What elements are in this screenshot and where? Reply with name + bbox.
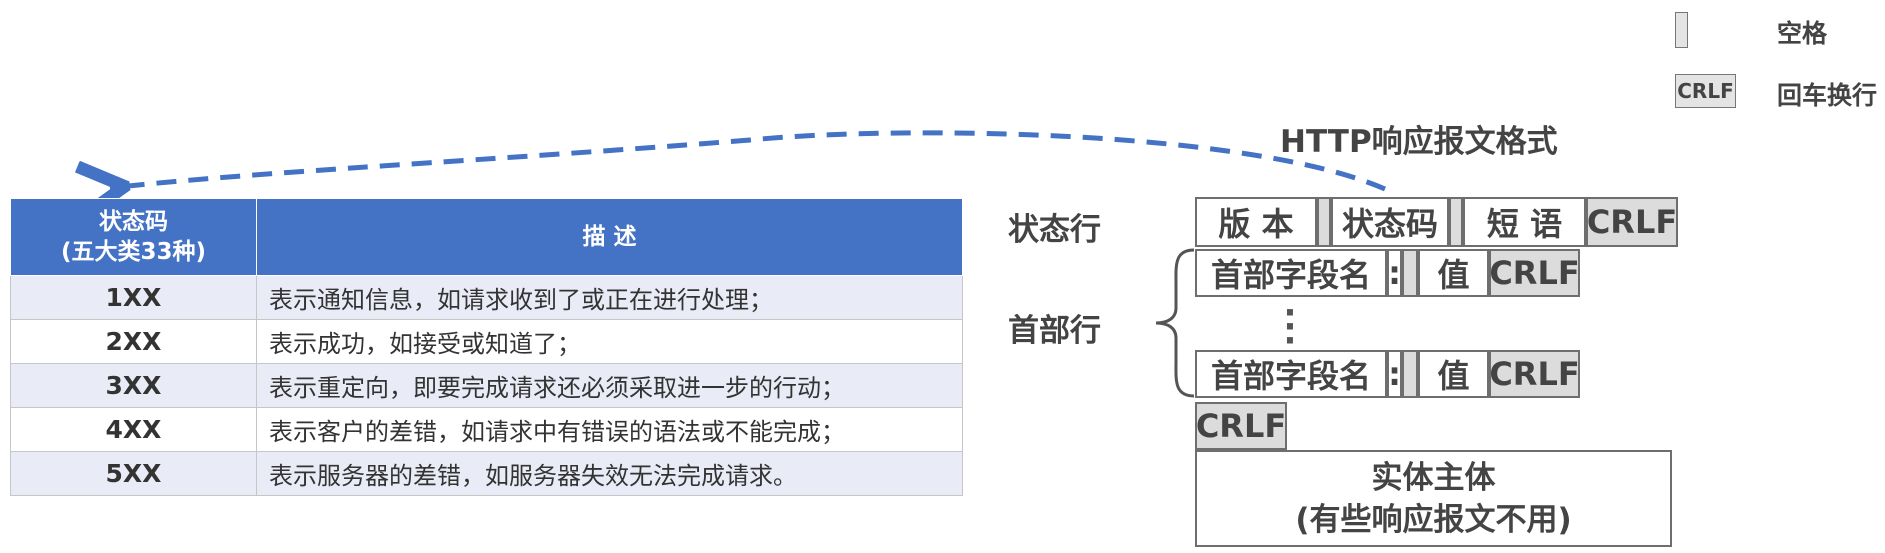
value-cell: 值 bbox=[1418, 350, 1489, 398]
space-cell bbox=[1449, 197, 1463, 247]
status-code-format-cell: 状态码 bbox=[1331, 197, 1449, 247]
header-status-code: 状态码 (五大类33种) bbox=[10, 198, 257, 276]
value-cell: 值 bbox=[1418, 249, 1489, 297]
space-cell bbox=[1402, 249, 1418, 297]
status-code-table: 状态码 (五大类33种) 描 述 1XX 表示通知信息，如请求收到了或正在进行处… bbox=[10, 198, 963, 496]
phrase-cell: 短 语 bbox=[1463, 197, 1586, 247]
header-code-line1: 状态码 bbox=[99, 209, 168, 235]
description-cell: 表示成功，如接受或知道了； bbox=[256, 319, 963, 364]
crlf-cell: CRLF bbox=[1489, 350, 1580, 398]
status-code-cell: 1XX bbox=[10, 275, 257, 320]
header-description: 描 述 bbox=[256, 198, 963, 276]
table-row: 1XX 表示通知信息，如请求收到了或正在进行处理； bbox=[10, 275, 963, 320]
space-cell bbox=[1317, 197, 1331, 247]
vertical-ellipsis-icon: ··· bbox=[1283, 293, 1297, 361]
crlf-cell: CRLF bbox=[1489, 249, 1580, 297]
table-row: 2XX 表示成功，如接受或知道了； bbox=[10, 319, 963, 364]
legend-crlf-label: 回车换行 bbox=[1777, 81, 1878, 110]
status-line-label: 状态行 bbox=[1008, 212, 1101, 248]
header-brace bbox=[1155, 248, 1195, 398]
legend-space-symbol bbox=[1675, 12, 1688, 48]
table-row: 4XX 表示客户的差错，如请求中有错误的语法或不能完成； bbox=[10, 407, 963, 452]
field-name-cell: 首部字段名 bbox=[1195, 350, 1387, 398]
description-cell: 表示重定向，即要完成请求还必须采取进一步的行动； bbox=[256, 363, 963, 408]
blank-line-crlf-cell: CRLF bbox=[1195, 402, 1287, 450]
status-code-cell: 4XX bbox=[10, 407, 257, 452]
crlf-cell: CRLF bbox=[1586, 197, 1678, 247]
entity-body-cell: 实体主体 (有些响应报文不用) bbox=[1195, 450, 1672, 547]
entity-body-title: 实体主体 bbox=[1371, 459, 1496, 496]
colon-cell: : bbox=[1387, 249, 1402, 297]
version-cell: 版 本 bbox=[1195, 197, 1317, 247]
header-lines-label: 首部行 bbox=[1008, 313, 1101, 349]
diagram-title: HTTP响应报文格式 bbox=[1280, 124, 1558, 160]
legend-crlf-symbol: CRLF bbox=[1675, 74, 1736, 108]
description-cell: 表示客户的差错，如请求中有错误的语法或不能完成； bbox=[256, 407, 963, 452]
field-name-cell: 首部字段名 bbox=[1195, 249, 1387, 297]
status-code-cell: 2XX bbox=[10, 319, 257, 364]
status-code-cell: 5XX bbox=[10, 451, 257, 496]
status-code-cell: 3XX bbox=[10, 363, 257, 408]
description-cell: 表示通知信息，如请求收到了或正在进行处理； bbox=[256, 275, 963, 320]
table-row: 5XX 表示服务器的差错，如服务器失效无法完成请求。 bbox=[10, 451, 963, 496]
colon-cell: : bbox=[1387, 350, 1402, 398]
space-cell bbox=[1402, 350, 1418, 398]
header-code-line2: (五大类33种) bbox=[60, 239, 207, 265]
description-cell: 表示服务器的差错，如服务器失效无法完成请求。 bbox=[256, 451, 963, 496]
table-row: 3XX 表示重定向，即要完成请求还必须采取进一步的行动； bbox=[10, 363, 963, 408]
entity-body-note: (有些响应报文不用) bbox=[1295, 501, 1572, 538]
legend-space-label: 空格 bbox=[1777, 19, 1828, 48]
